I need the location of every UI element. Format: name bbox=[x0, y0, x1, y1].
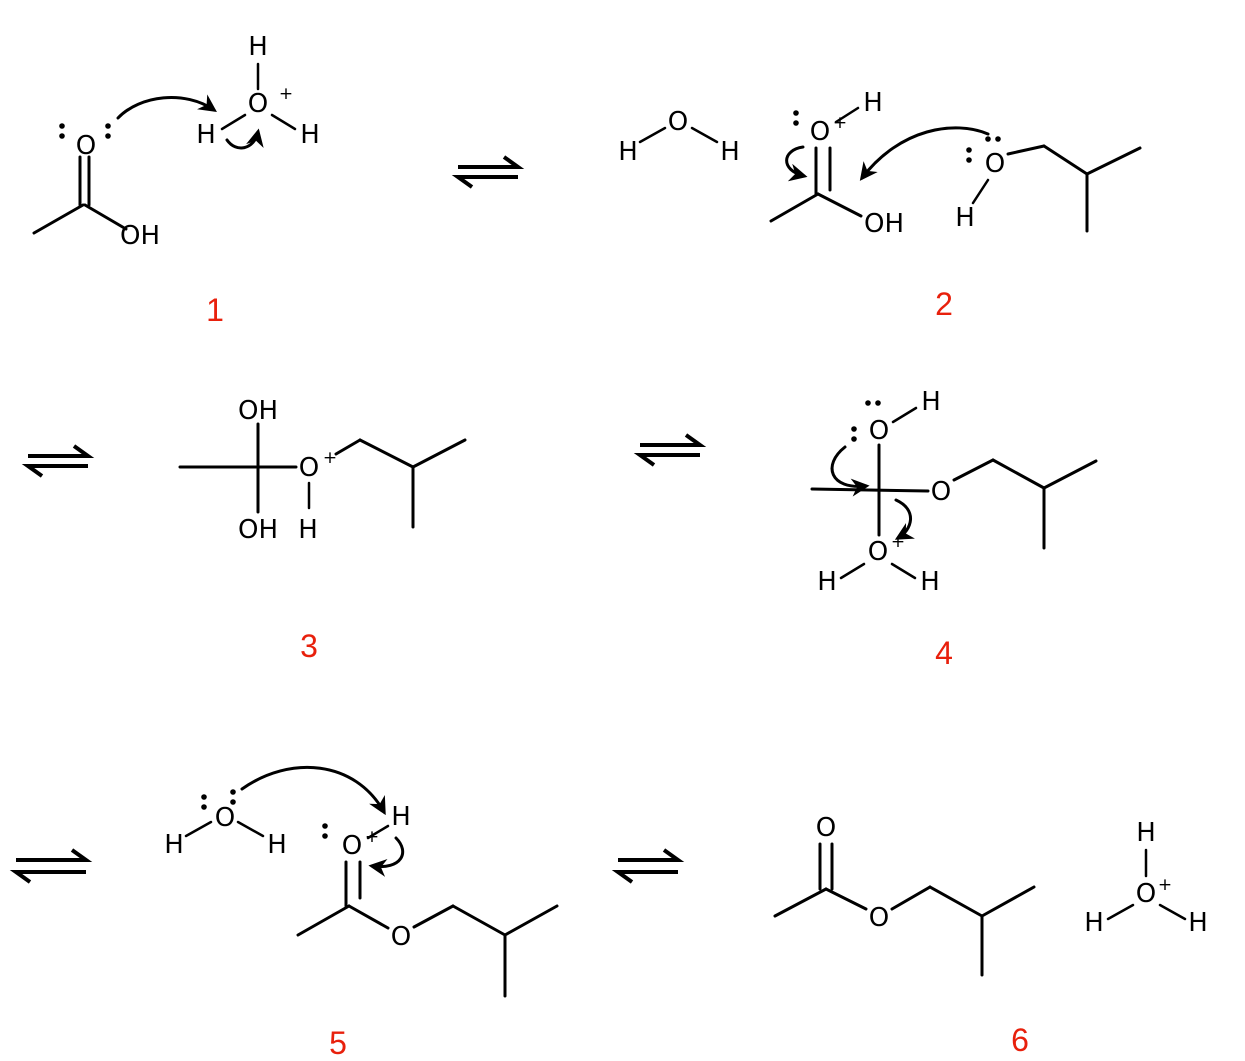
structure-5: H O H O + H O bbox=[164, 765, 559, 998]
alcohol-oxygen: O bbox=[985, 149, 1005, 179]
oxonium-h: H bbox=[863, 88, 883, 118]
hydronium-h-right: H bbox=[300, 120, 320, 150]
water-h-right: H bbox=[267, 830, 287, 860]
hydronium-h-top: H bbox=[1136, 818, 1156, 848]
ester-oxygen: O bbox=[869, 903, 889, 933]
hydroxyl-oxygen-top: O bbox=[869, 416, 889, 446]
structure-4: O H O O + H H bbox=[810, 387, 1098, 597]
alcohol-h: H bbox=[955, 203, 975, 233]
protonated-oxygen: O bbox=[810, 117, 830, 147]
water-oxygen: O bbox=[668, 107, 688, 137]
hydroxyl-group: OH bbox=[120, 221, 160, 251]
positive-charge: + bbox=[1158, 875, 1172, 895]
protonated-oxygen: O bbox=[342, 831, 362, 861]
label-2: 2 bbox=[935, 286, 953, 322]
water-h-right: H bbox=[720, 137, 740, 167]
oxonium-h: H bbox=[298, 515, 318, 545]
structure-2: H O H O + H OH O H bbox=[618, 88, 1142, 239]
label-6: 6 bbox=[1011, 1022, 1029, 1058]
structure-3: OH OH O + H bbox=[178, 396, 467, 545]
water-oxygen: O bbox=[215, 803, 235, 833]
water-h-left: H bbox=[164, 830, 184, 860]
oxonium-h-left: H bbox=[817, 567, 837, 597]
equilibrium-arrow-1 bbox=[451, 155, 525, 189]
oxonium-oxygen: O bbox=[868, 537, 888, 567]
label-5: 5 bbox=[329, 1025, 347, 1061]
hydronium-h-left: H bbox=[1084, 908, 1104, 938]
label-3: 3 bbox=[300, 628, 318, 664]
ester-oxygen: O bbox=[391, 922, 411, 952]
hydronium-h-top: H bbox=[248, 32, 268, 62]
oxonium-h-right: H bbox=[920, 567, 940, 597]
equilibrium-arrow-2 bbox=[21, 444, 95, 478]
hydroxyl-group: OH bbox=[864, 209, 904, 239]
label-1: 1 bbox=[206, 292, 224, 328]
water-h-left: H bbox=[618, 137, 638, 167]
equilibrium-arrow-3 bbox=[633, 433, 707, 467]
hydronium-oxygen: O bbox=[248, 89, 268, 119]
hydronium-h-right: H bbox=[1188, 908, 1208, 938]
hydroxyl-h-top: H bbox=[921, 387, 941, 417]
positive-charge: + bbox=[279, 84, 293, 104]
hydronium-oxygen: O bbox=[1136, 879, 1156, 909]
carbonyl-oxygen: O bbox=[76, 131, 96, 161]
oxonium-h: H bbox=[391, 802, 411, 832]
equilibrium-arrow-5 bbox=[611, 848, 685, 884]
label-4: 4 bbox=[935, 635, 953, 671]
oxonium-oxygen: O bbox=[299, 453, 319, 483]
structure-6: O O H O + H H bbox=[773, 813, 1208, 977]
hydroxyl-bottom: OH bbox=[238, 515, 278, 545]
ether-oxygen: O bbox=[931, 477, 951, 507]
hydronium-h-left: H bbox=[196, 120, 216, 150]
hydroxyl-top: OH bbox=[238, 396, 278, 426]
positive-charge: + bbox=[323, 448, 337, 468]
carbonyl-oxygen: O bbox=[816, 813, 836, 843]
equilibrium-arrow-4 bbox=[9, 848, 93, 884]
structure-1: O OH H O + H H bbox=[32, 32, 320, 251]
